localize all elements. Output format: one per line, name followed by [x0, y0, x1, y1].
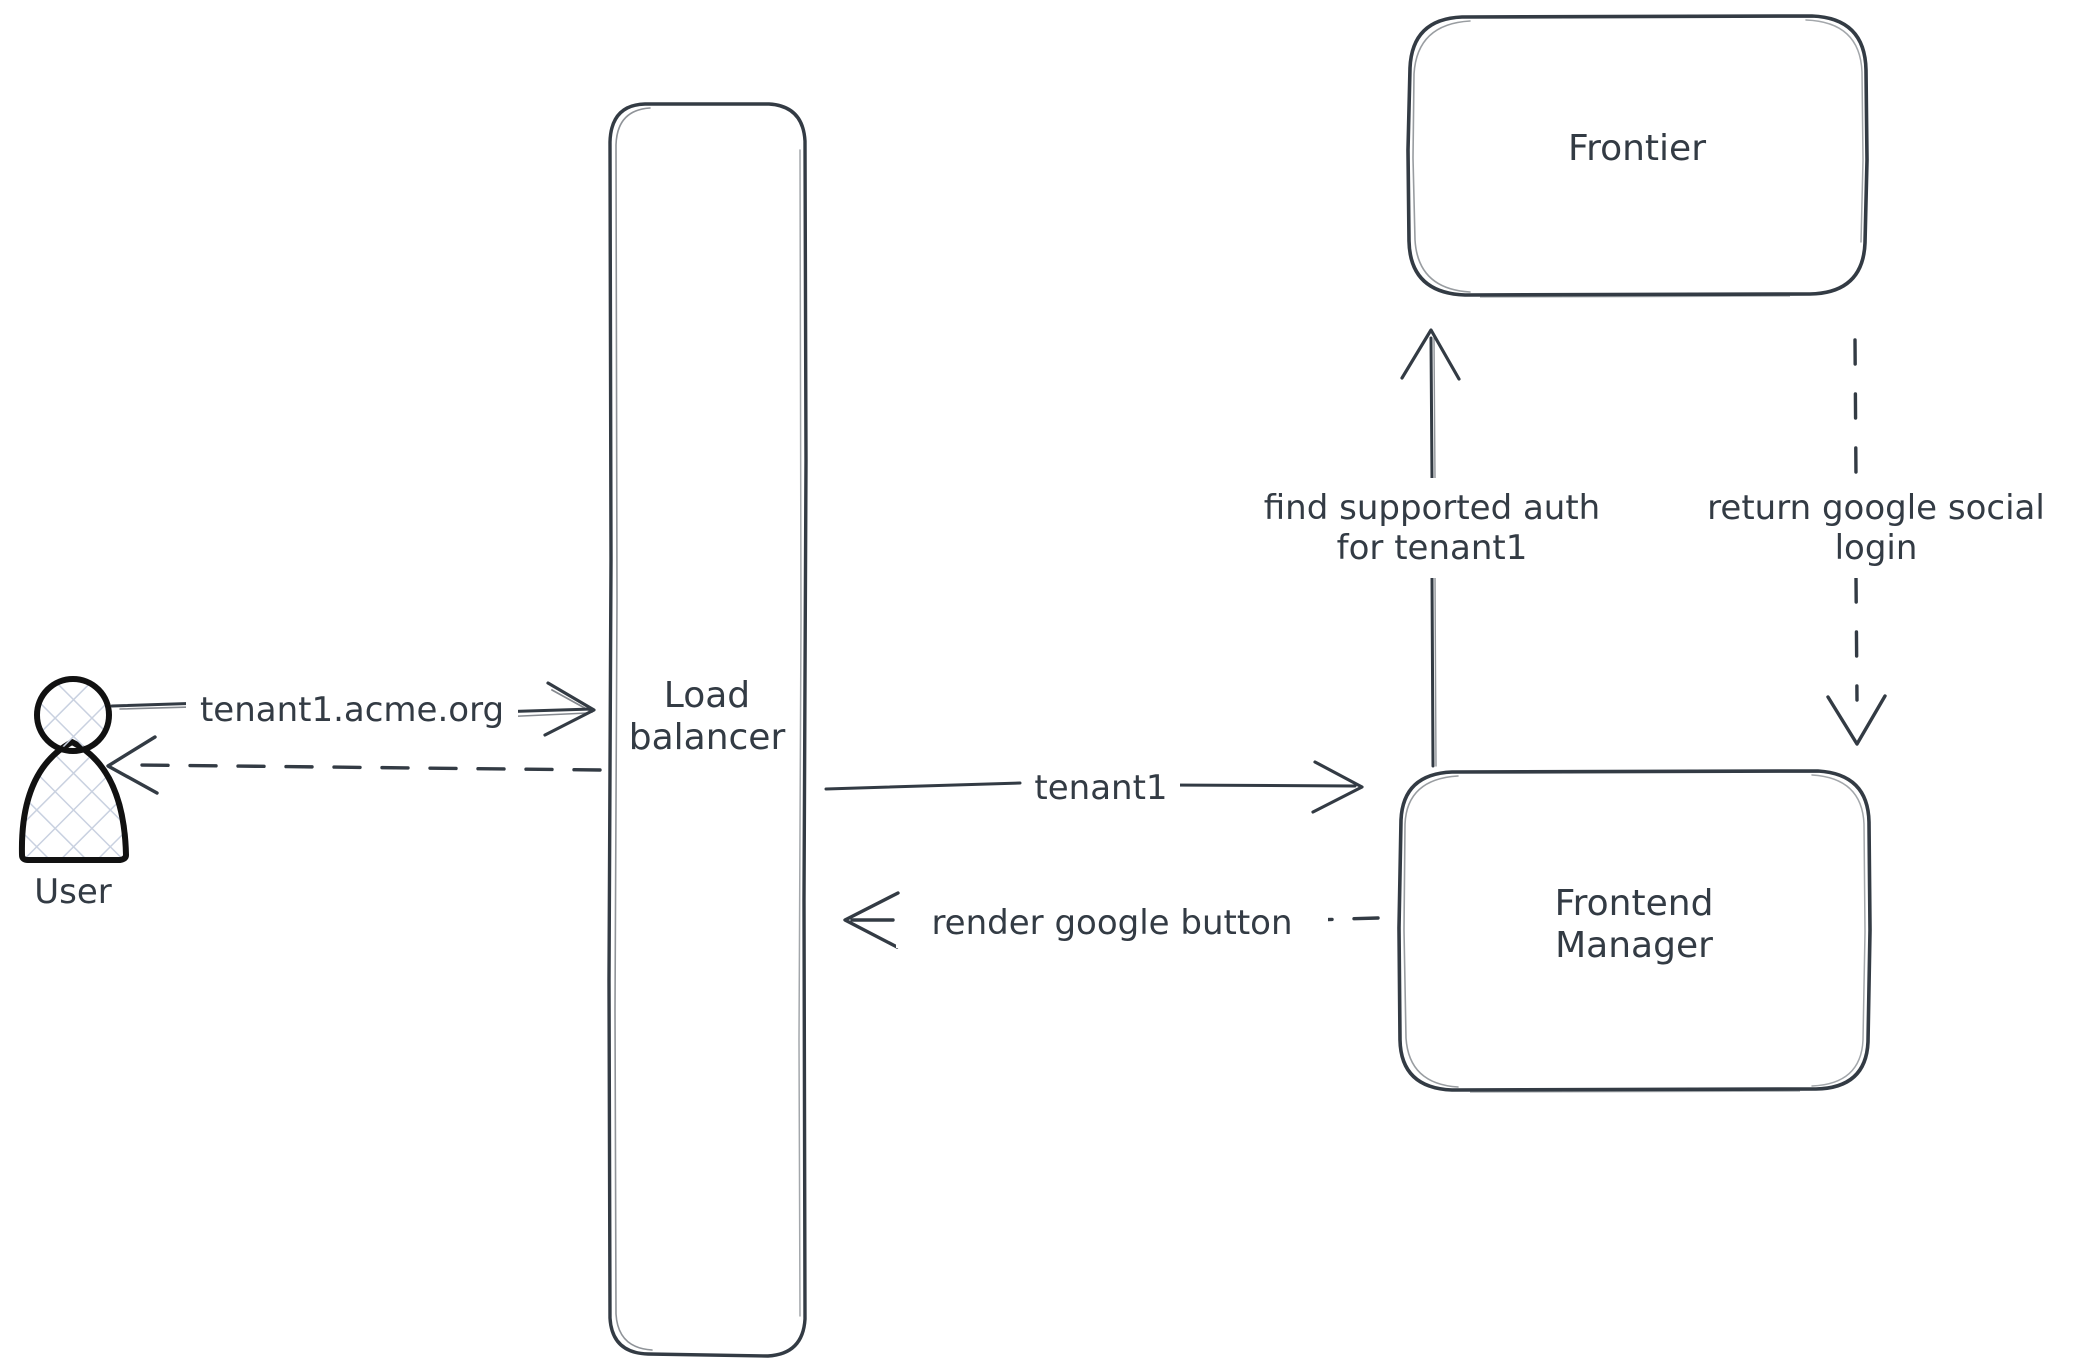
- node-frontier[interactable]: [1406, 14, 1869, 298]
- edge-frontier-to-frontend-manager: [1826, 338, 1887, 746]
- node-load-balancer[interactable]: [607, 102, 808, 1358]
- edge-load-balancer-to-frontend-manager: [824, 760, 1364, 814]
- edge-load-balancer-to-user: [106, 735, 602, 795]
- edge-frontend-manager-to-frontier: [1400, 328, 1461, 768]
- node-frontend-manager[interactable]: [1397, 769, 1872, 1093]
- edge-user-to-load-balancer: [110, 681, 596, 737]
- edge-frontend-manager-to-load-balancer: [843, 891, 1380, 949]
- actor-user-icon[interactable]: [18, 676, 129, 863]
